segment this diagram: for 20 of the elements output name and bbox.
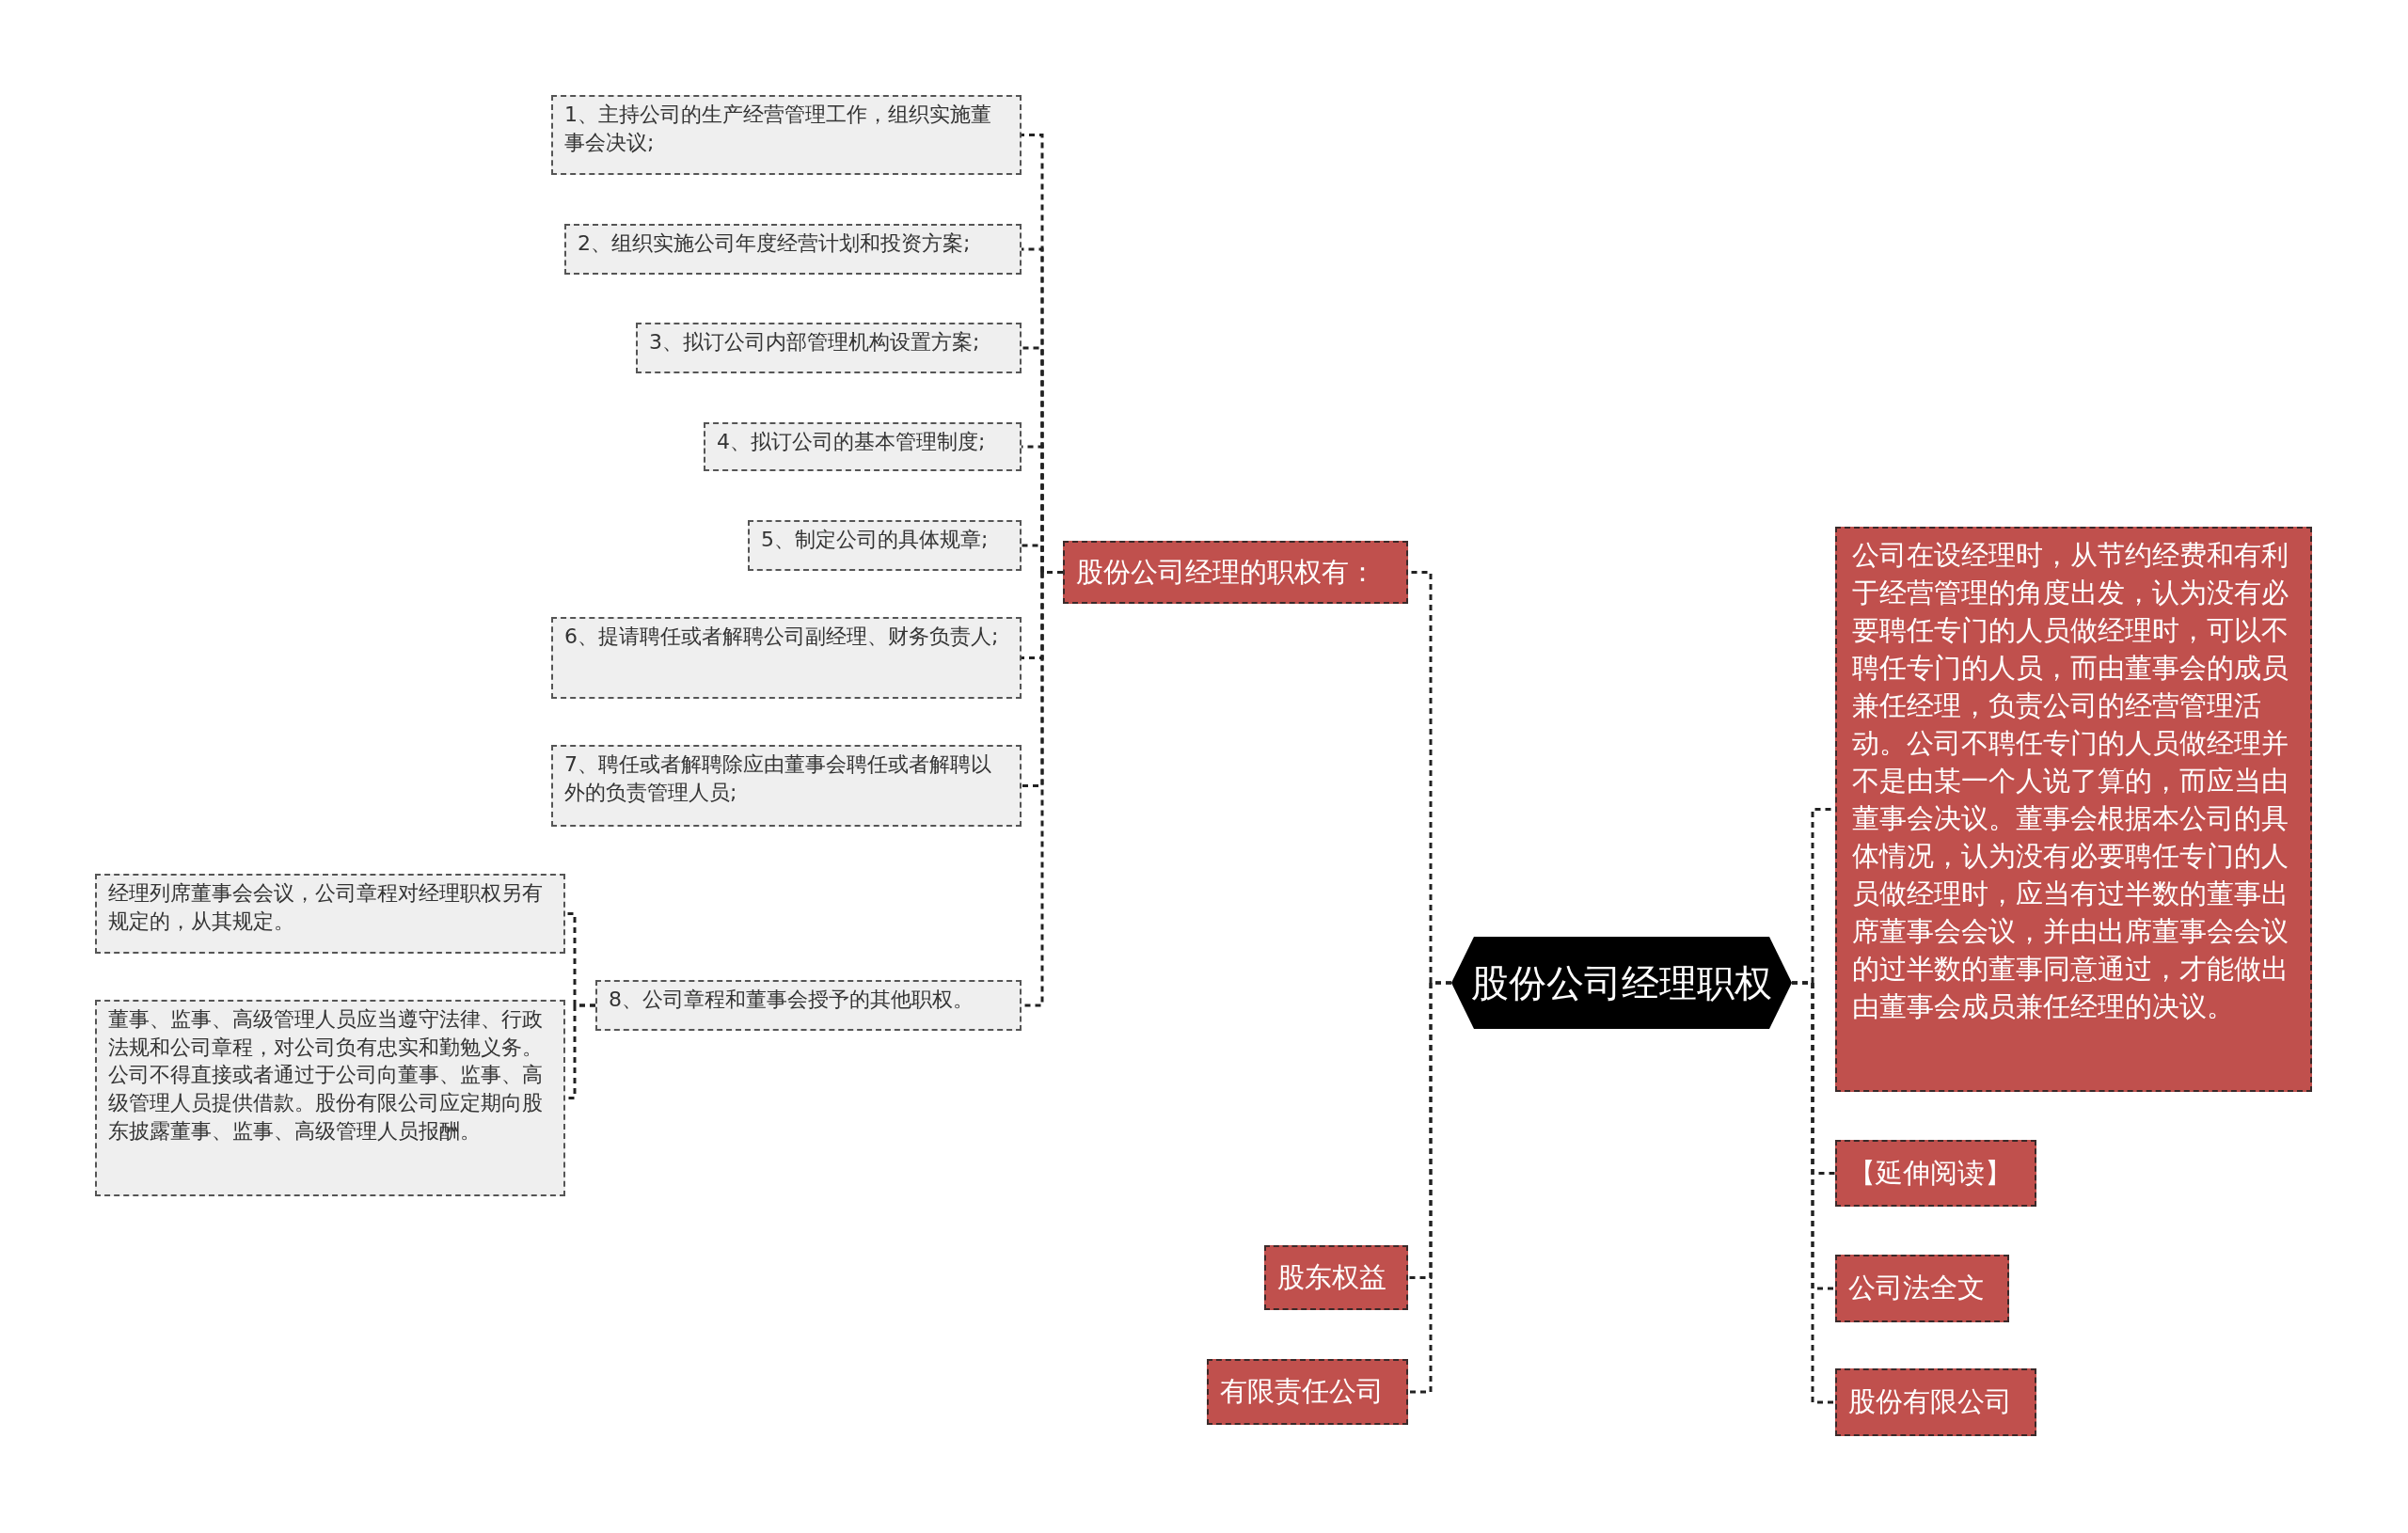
note-box: 3、拟订公司内部管理机构设置方案; — [636, 323, 1022, 373]
note-box: 5、制定公司的具体规章; — [748, 520, 1022, 571]
topic-box: 股东权益 — [1264, 1245, 1408, 1310]
topic-box: 有限责任公司 — [1207, 1359, 1408, 1425]
note-box: 8、公司章程和董事会授予的其他职权。 — [595, 980, 1022, 1031]
topic-box: 【延伸阅读】 — [1835, 1140, 2036, 1207]
note-box: 6、提请聘任或者解聘公司副经理、财务负责人; — [551, 617, 1022, 699]
note-box: 公司在设经理时，从节约经费和有利于经营管理的角度出发，认为没有必要聘任专门的人员做经理时，可以不聘任专门的人员，而由董事会的成员兼任经理，负责公司的经营管理活动。公司不聘任专门的人员做经理并不是由某一个人说了算的，而应当由董事会决议。董事会根据本公司的具体情况，认为没有必要聘任专门的人员做经理时，应当有过半数的董事出席董事会会议，并由出席董事会会议的过半数的董事同意通过，才能做出由董事会成员兼任经理的决议。 — [1835, 527, 2312, 1092]
note-box: 1、主持公司的生产经营管理工作，组织实施董事会决议; — [551, 95, 1022, 175]
connector-line — [1408, 981, 1451, 1394]
note-box: 经理列席董事会会议，公司章程对经理职权另有规定的，从其规定。 — [95, 874, 565, 954]
topic-box: 股份公司经理的职权有： — [1063, 541, 1408, 604]
note-box: 董事、监事、高级管理人员应当遵守法律、行政法规和公司章程，对公司负有忠实和勤勉义务。公司不得直接或者通过于公司向董事、监事、高级管理人员提供借款。股份有限公司应定期向股东披露董事、监事、高级管理人员报酬。 — [95, 1000, 565, 1196]
topic-box: 股份有限公司 — [1835, 1368, 2036, 1436]
connector-line — [1792, 981, 1835, 1404]
note-box: 7、聘任或者解聘除应由董事会聘任或者解聘以外的负责管理人员; — [551, 745, 1022, 827]
note-box: 2、组织实施公司年度经营计划和投资方案; — [564, 224, 1022, 275]
topic-box: 公司法全文 — [1835, 1255, 2009, 1322]
note-box: 4、拟订公司的基本管理制度; — [704, 422, 1022, 471]
central-topic: 股份公司经理职权 — [1451, 937, 1792, 1029]
